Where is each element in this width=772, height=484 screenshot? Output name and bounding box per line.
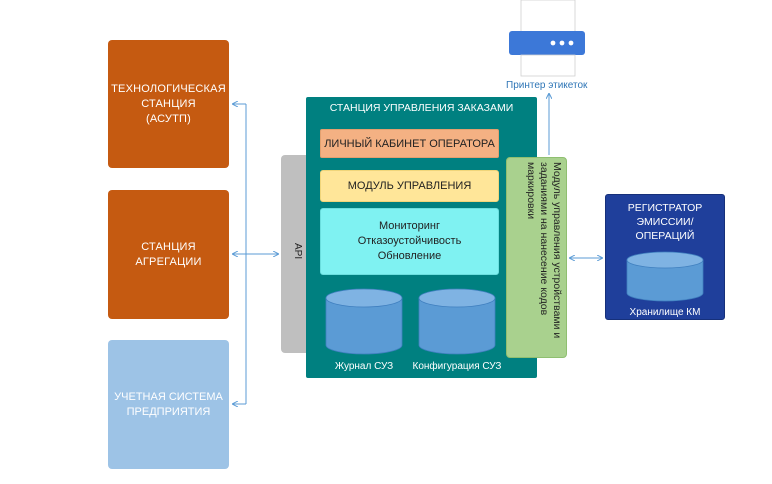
device-module-box: Модуль управления устройствами и задания…: [506, 157, 567, 358]
left-connectors: [233, 104, 278, 404]
api-label: API: [292, 243, 303, 260]
tech-station-box: ТЕХНОЛОГИЧЕСКАЯ СТАНЦИЯ (АСУТП): [108, 40, 229, 168]
storage-db-icon: [626, 251, 704, 302]
registrar-title: РЕГИСТРАТОР ЭМИССИИ/ ОПЕРАЦИЙ: [627, 202, 703, 242]
operator-cabinet-box: ЛИЧНЫЙ КАБИНЕТ ОПЕРАТОРА: [320, 129, 499, 158]
control-module-box: МОДУЛЬ УПРАВЛЕНИЯ: [320, 170, 499, 202]
journal-label: Журнал СУЗ: [334, 361, 394, 372]
device-module-label: Модуль управления устройствами и задания…: [525, 162, 563, 339]
config-db-icon: [418, 288, 496, 355]
printer-label: Принтер этикеток: [506, 80, 588, 91]
erp-system-box: УЧЕТНАЯ СИСТЕМА ПРЕДПРИЯТИЯ: [108, 340, 229, 469]
monitoring-box: Мониторинг Отказоустойчивость Обновление: [320, 208, 499, 275]
journal-db-icon: [325, 288, 403, 355]
printer-icon: [509, 0, 585, 77]
storage-label: Хранилище КМ: [629, 307, 701, 318]
suz-title: СТАНЦИЯ УПРАВЛЕНИЯ ЗАКАЗАМИ: [329, 102, 514, 114]
aggregation-station-box: СТАНЦИЯ АГРЕГАЦИИ: [108, 190, 229, 319]
config-label: Конфигурация СУЗ: [412, 361, 502, 372]
